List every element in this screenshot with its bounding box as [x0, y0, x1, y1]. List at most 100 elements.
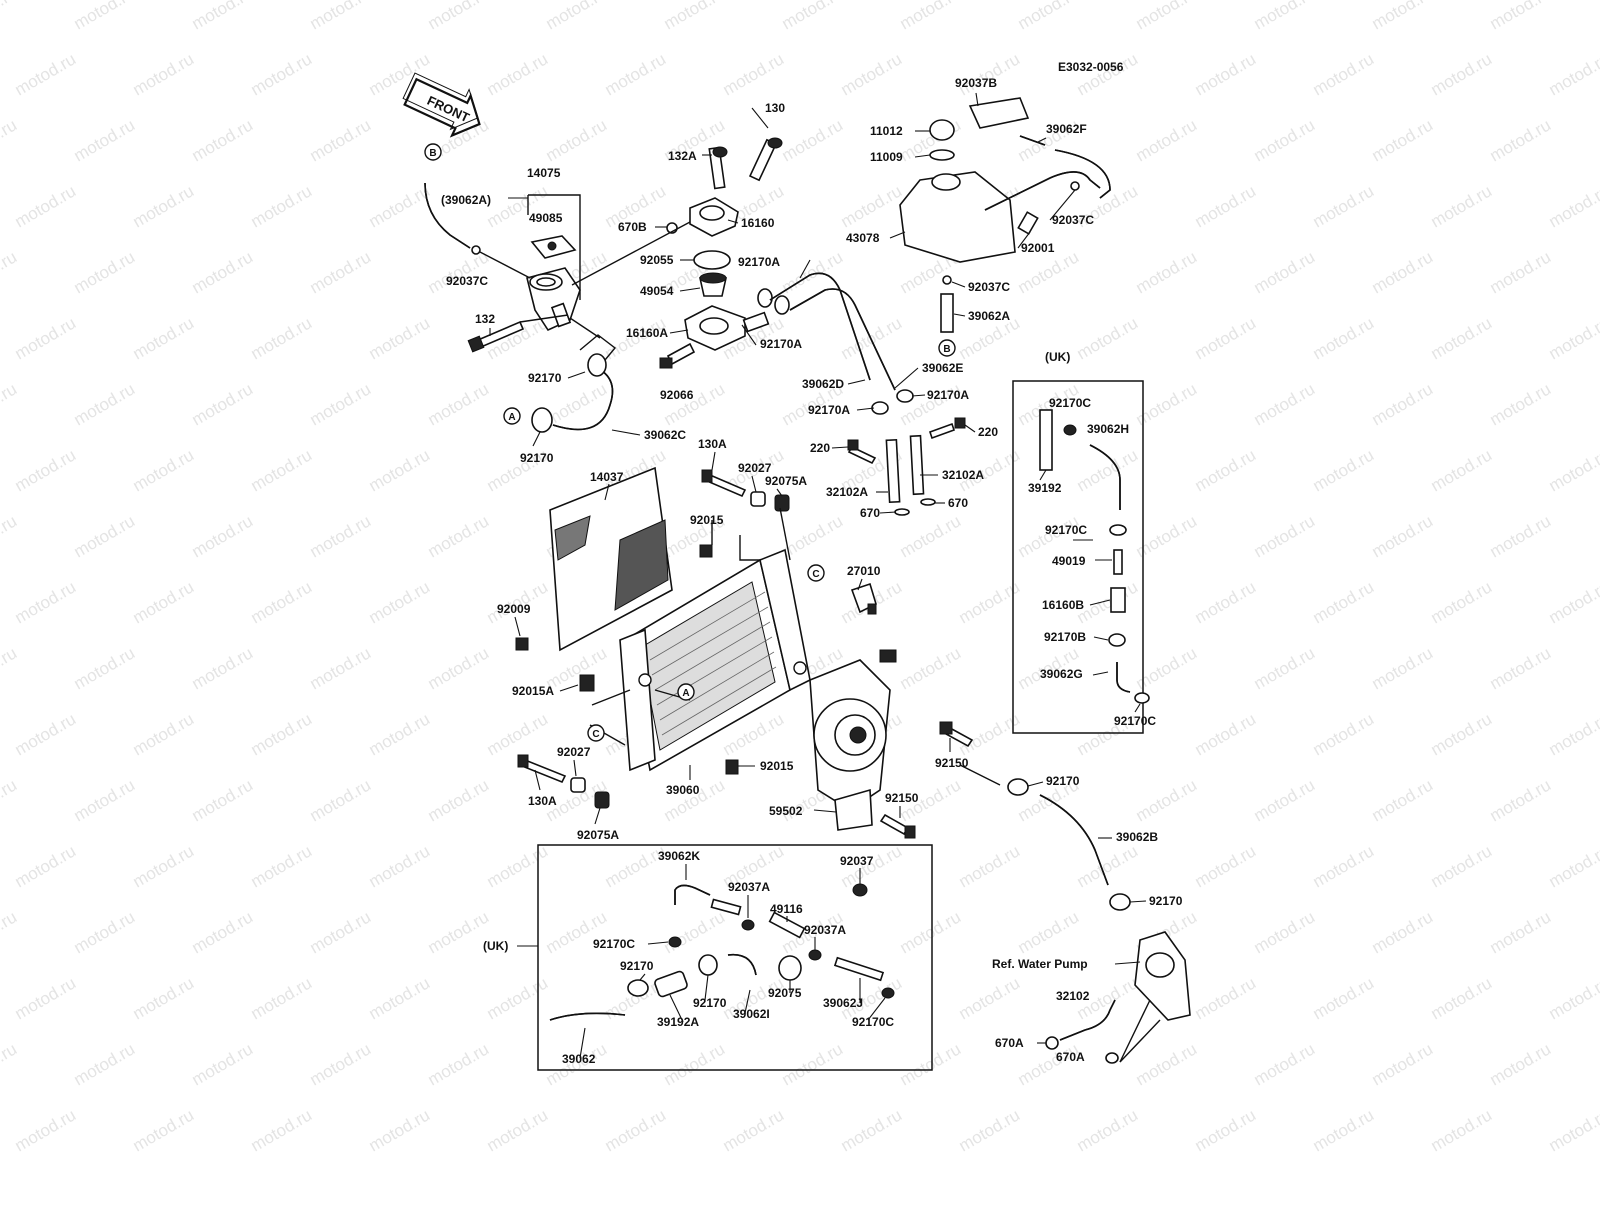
part-label: 92075	[768, 986, 802, 1000]
watermark-text: motod.ru	[1487, 907, 1555, 957]
part-label: 14037	[590, 470, 624, 484]
watermark-text: motod.ru	[0, 379, 20, 429]
watermark-text: motod.ru	[661, 379, 729, 429]
watermark-text: motod.ru	[897, 511, 965, 561]
watermark-text: motod.ru	[1251, 379, 1319, 429]
watermark-text: motod.ru	[956, 973, 1024, 1023]
watermark-text: motod.ru	[366, 313, 434, 363]
watermark-text: motod.ru	[12, 577, 80, 627]
watermark-text: motod.ru	[1192, 709, 1260, 759]
part-label: 16160	[741, 216, 775, 230]
part-label: 92170C	[1114, 714, 1156, 728]
svg-text:B: B	[429, 148, 436, 159]
watermark-text: motod.ru	[307, 1039, 375, 1089]
watermark-text: motod.ru	[1074, 445, 1142, 495]
watermark-text: motod.ru	[1310, 841, 1378, 891]
part-label: 92170C	[852, 1015, 894, 1029]
watermark-text: motod.ru	[1369, 115, 1437, 165]
part-label: 39062E	[922, 361, 963, 375]
part-label: 670A	[1056, 1050, 1085, 1064]
part-label: 32102A	[826, 485, 868, 499]
part-label: 11012	[870, 124, 903, 138]
callout-a-hose: A	[504, 408, 520, 424]
watermark-text: motod.ru	[1310, 577, 1378, 627]
watermark-text: motod.ru	[1074, 49, 1142, 99]
part-label: 39060	[666, 783, 700, 797]
watermark-text: motod.ru	[1310, 445, 1378, 495]
watermark-text: motod.ru	[0, 0, 20, 33]
part-label: 39062G	[1040, 667, 1083, 681]
watermark-text: motod.ru	[1133, 115, 1201, 165]
watermark-text: motod.ru	[1546, 577, 1600, 627]
part-label: 39062F	[1046, 122, 1087, 136]
watermark-text: motod.ru	[1310, 313, 1378, 363]
part-label: 43078	[846, 231, 880, 245]
watermark-text: motod.ru	[189, 511, 257, 561]
watermark-text: motod.ru	[1192, 445, 1260, 495]
watermark-text: motod.ru	[1487, 775, 1555, 825]
part-label: 670A	[995, 1036, 1024, 1050]
part-label: 92015A	[512, 684, 554, 698]
part-label: 92170B	[1044, 630, 1086, 644]
watermark-text: motod.ru	[779, 115, 847, 165]
part-label: 92037	[840, 854, 874, 868]
watermark-text: motod.ru	[838, 181, 906, 231]
watermark-text: motod.ru	[1369, 247, 1437, 297]
watermark-text: motod.ru	[1428, 313, 1496, 363]
watermark-text: motod.ru	[189, 643, 257, 693]
part-label: 92015	[690, 513, 724, 527]
watermark-text: motod.ru	[1192, 181, 1260, 231]
watermark-text: motod.ru	[425, 0, 493, 33]
watermark-text: motod.ru	[1015, 907, 1083, 957]
watermark-text: motod.ru	[1487, 115, 1555, 165]
part-label: 39192A	[657, 1015, 699, 1029]
part-label: 670B	[618, 220, 647, 234]
watermark-text: motod.ru	[307, 115, 375, 165]
watermark-text: motod.ru	[189, 907, 257, 957]
part-label: 49054	[640, 284, 674, 298]
watermark-text: motod.ru	[1133, 775, 1201, 825]
watermark-text: motod.ru	[1074, 1105, 1142, 1155]
part-label: 220	[978, 425, 998, 439]
watermark-text: motod.ru	[1133, 1039, 1201, 1089]
watermark-text: motod.ru	[1192, 577, 1260, 627]
watermark-text: motod.ru	[897, 379, 965, 429]
watermark-text: motod.ru	[838, 49, 906, 99]
part-label: 92055	[640, 253, 674, 267]
part-label: 92150	[885, 791, 919, 805]
part-label: 92170	[520, 451, 554, 465]
watermark-text: motod.ru	[248, 973, 316, 1023]
part-label: 49116	[770, 902, 803, 916]
watermark-text: motod.ru	[779, 0, 847, 33]
part-label: 27010	[847, 564, 881, 578]
part-label: 39192	[1028, 481, 1062, 495]
part-label: 92170A	[808, 403, 850, 417]
part-label: 59502	[769, 804, 803, 818]
part-label: (39062A)	[441, 193, 491, 207]
watermark-text: motod.ru	[1546, 49, 1600, 99]
part-label: 14075	[527, 166, 561, 180]
part-label: 130A	[528, 794, 557, 808]
watermark-text: motod.ru	[130, 49, 198, 99]
watermark-text: motod.ru	[366, 181, 434, 231]
part-label: 39062C	[644, 428, 686, 442]
watermark-text: motod.ru	[71, 511, 139, 561]
watermark-text: motod.ru	[602, 49, 670, 99]
part-label: 39062D	[802, 377, 844, 391]
watermark-text: motod.ru	[130, 841, 198, 891]
watermark-text: motod.ru	[484, 709, 552, 759]
watermark-text: motod.ru	[484, 841, 552, 891]
watermark-text: motod.ru	[1428, 49, 1496, 99]
watermark-text: motod.ru	[425, 907, 493, 957]
watermark-text: motod.ru	[1428, 577, 1496, 627]
watermark-text: motod.ru	[1192, 841, 1260, 891]
watermark-text: motod.ru	[189, 379, 257, 429]
watermark-text: motod.ru	[307, 379, 375, 429]
watermark-text: motod.ru	[1369, 379, 1437, 429]
svg-text:A: A	[682, 688, 689, 699]
watermark-text: motod.ru	[1192, 973, 1260, 1023]
watermark-text: motod.ru	[661, 0, 729, 33]
watermark-text: motod.ru	[12, 313, 80, 363]
